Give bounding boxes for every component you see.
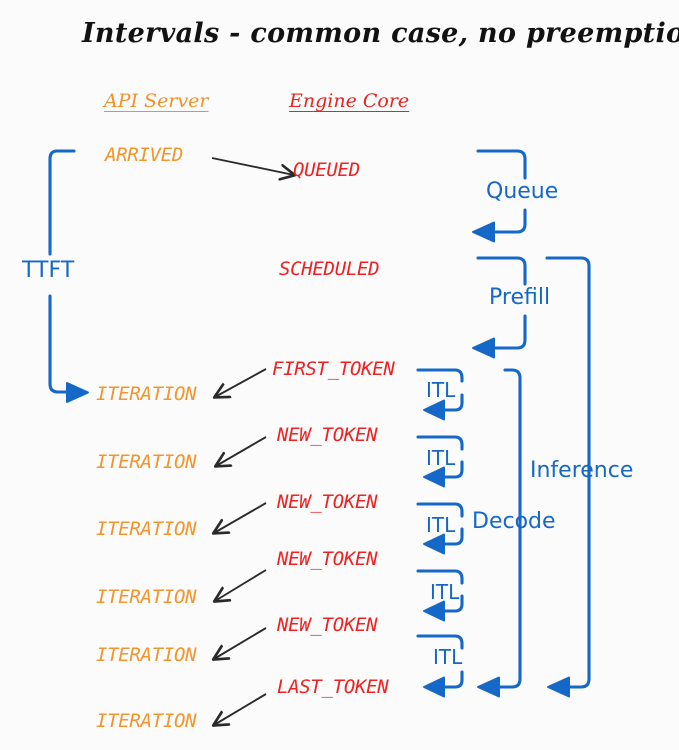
itl-bracket-5 bbox=[416, 634, 464, 650]
interval-label-itl-1: ITL bbox=[426, 378, 456, 402]
arrow-arrived-to-queued bbox=[211, 157, 294, 175]
core-event-new-token-2: NEW_TOKEN bbox=[277, 491, 378, 513]
api-event-iteration-6: ITERATION bbox=[96, 710, 197, 732]
core-event-new-token-4: NEW_TOKEN bbox=[277, 614, 378, 636]
column-header-api-server: API Server bbox=[104, 90, 209, 112]
api-event-iteration-1: ITERATION bbox=[96, 383, 197, 405]
interval-label-itl-5: ITL bbox=[433, 645, 463, 669]
itl-bracket-4 bbox=[416, 569, 464, 585]
arrow-first-token-to-iteration bbox=[215, 368, 267, 397]
core-event-new-token-3: NEW_TOKEN bbox=[277, 548, 378, 570]
arrow-new-token-to-iteration-1 bbox=[216, 436, 267, 466]
core-event-first-token: FIRST_TOKEN bbox=[272, 358, 395, 380]
transition-arrows bbox=[211, 157, 294, 725]
api-event-iteration-4: ITERATION bbox=[96, 586, 197, 608]
arrow-new-token-to-iteration-2 bbox=[214, 502, 267, 533]
itl-bracket-2 bbox=[416, 435, 464, 451]
interval-bracket-ttft bbox=[48, 149, 89, 403]
api-event-arrived: ARRIVED bbox=[105, 144, 183, 166]
core-event-new-token-1: NEW_TOKEN bbox=[277, 424, 378, 446]
api-event-iteration-5: ITERATION bbox=[96, 644, 197, 666]
api-event-iteration-2: ITERATION bbox=[96, 451, 197, 473]
core-event-queued: QUEUED bbox=[293, 159, 360, 181]
interval-bracket-decode bbox=[477, 368, 522, 698]
core-event-last-token: LAST_TOKEN bbox=[277, 676, 389, 698]
interval-label-prefill: Prefill bbox=[489, 285, 551, 310]
arrow-new-token-to-iteration-3 bbox=[215, 569, 267, 601]
itl-bracket-3 bbox=[416, 502, 464, 518]
arrow-last-token-to-iteration bbox=[214, 693, 267, 725]
interval-label-queue: Queue bbox=[486, 179, 559, 204]
interval-label-itl-2: ITL bbox=[426, 446, 456, 470]
api-event-iteration-3: ITERATION bbox=[96, 518, 197, 540]
interval-bracket-prefill bbox=[472, 256, 527, 359]
interval-label-itl-4: ITL bbox=[430, 580, 460, 604]
arrow-new-token-to-iteration-4 bbox=[214, 627, 267, 659]
column-header-engine-core: Engine Core bbox=[289, 90, 410, 112]
interval-label-decode: Decode bbox=[472, 509, 556, 534]
interval-label-itl-3: ITL bbox=[426, 513, 456, 537]
page-title: Intervals - common case, no preemptions bbox=[82, 18, 679, 49]
core-event-scheduled: SCHEDULED bbox=[279, 258, 380, 280]
interval-brackets-itl bbox=[416, 368, 464, 698]
interval-bracket-queue bbox=[472, 149, 527, 243]
interval-label-inference: Inference bbox=[530, 458, 634, 483]
interval-label-ttft: TTFT bbox=[22, 258, 75, 283]
itl-bracket-1 bbox=[416, 368, 464, 383]
interval-bracket-inference bbox=[545, 256, 591, 698]
